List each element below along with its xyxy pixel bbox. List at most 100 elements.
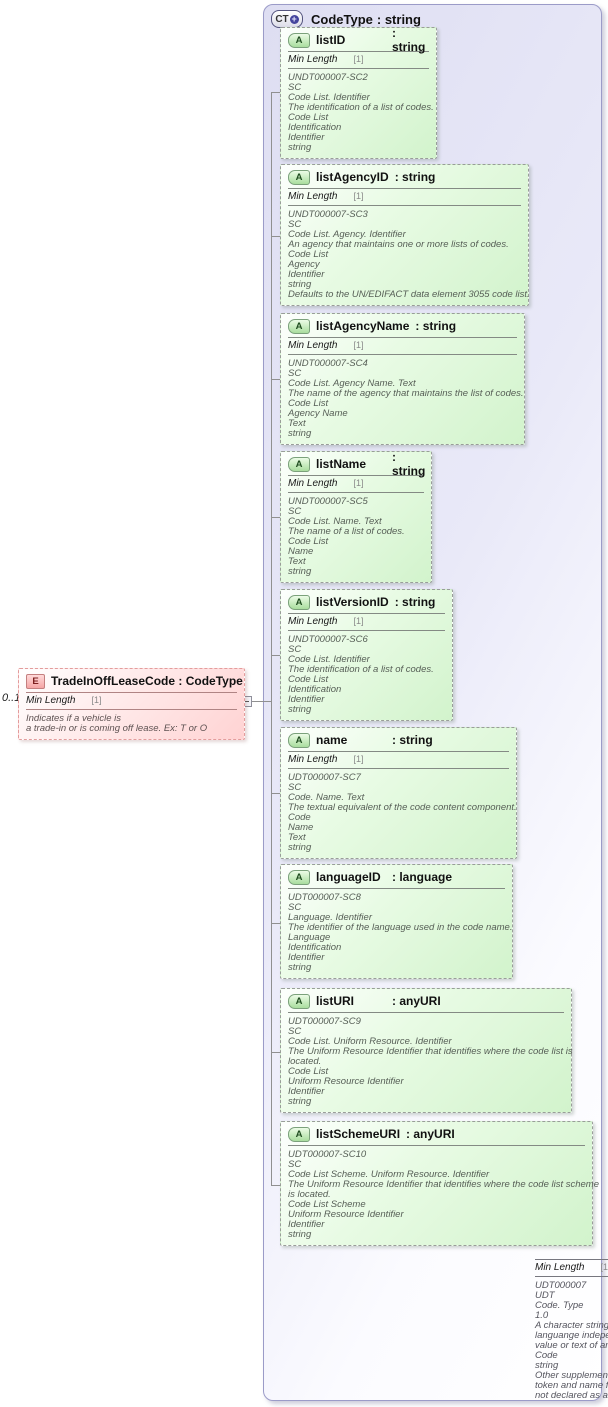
doc-line: Language bbox=[288, 932, 331, 943]
doc-line: The identifier of the language used in t… bbox=[288, 922, 513, 933]
attribute-name: listURI bbox=[316, 994, 355, 1008]
attribute-name: name bbox=[316, 733, 348, 747]
doc-line: Defaults to the UN/EDIFACT data element … bbox=[288, 289, 530, 300]
doc-line: string bbox=[288, 704, 312, 715]
facet-name: Min Length bbox=[288, 191, 338, 202]
doc-line: string bbox=[288, 962, 312, 973]
doc-line: SC bbox=[288, 1026, 302, 1037]
doc-line: string bbox=[535, 1360, 559, 1371]
doc-line: Uniform Resource Identifier bbox=[288, 1209, 404, 1220]
complex-type-title: CodeType: string bbox=[311, 12, 421, 27]
divider bbox=[288, 337, 517, 338]
complex-type-icon[interactable]: CT+ bbox=[271, 10, 303, 28]
attribute-type: : language bbox=[392, 870, 453, 884]
element-header: E TradeInOffLeaseCode : CodeType bbox=[26, 672, 243, 690]
doc-line: string bbox=[288, 1096, 312, 1107]
attribute-connector-trunk bbox=[271, 92, 272, 1185]
attribute-name: listID bbox=[316, 33, 346, 47]
divider bbox=[288, 492, 424, 493]
doc-line: Code. Name. Text bbox=[288, 792, 365, 803]
attribute-icon: A bbox=[288, 1126, 310, 1142]
attribute-name: listName bbox=[316, 457, 367, 471]
facet-name: Min Length bbox=[535, 1262, 585, 1273]
doc-line: UNDT000007-SC3 bbox=[288, 209, 368, 220]
cardinality-label: 0..1 bbox=[2, 692, 21, 704]
doc-line: Code List. Name. Text bbox=[288, 516, 382, 527]
doc-line: Identification bbox=[288, 942, 342, 953]
attribute-type: : string bbox=[392, 733, 433, 747]
attribute-icon: A bbox=[288, 32, 310, 48]
doc-line: The identification of a list of codes. bbox=[288, 664, 434, 675]
attribute-icon: A bbox=[288, 869, 310, 885]
facet-name: Min Length bbox=[26, 695, 76, 706]
divider bbox=[288, 1012, 564, 1013]
facet-value: [1] bbox=[91, 695, 102, 705]
attribute-icon: A bbox=[288, 993, 310, 1009]
doc-line: located. bbox=[288, 1056, 322, 1067]
doc-line: Code List bbox=[288, 674, 329, 685]
attribute-name: languageID bbox=[316, 870, 381, 884]
divider bbox=[288, 768, 509, 769]
doc-line: Identification bbox=[288, 122, 342, 133]
doc-line: An agency that maintains one or more lis… bbox=[288, 239, 509, 250]
attribute-type: : anyURI bbox=[392, 994, 441, 1008]
attribute-type: : string bbox=[392, 26, 426, 54]
facet-value: [1] bbox=[353, 754, 364, 764]
attribute-connector-stub bbox=[271, 655, 280, 656]
expand-plus-icon[interactable]: + bbox=[289, 13, 299, 24]
doc-line: string bbox=[288, 566, 312, 577]
facet-row: Min Length[1] bbox=[288, 191, 521, 204]
doc-line: Agency Name bbox=[288, 408, 348, 419]
divider bbox=[26, 692, 237, 693]
doc-line: string bbox=[288, 279, 312, 290]
attribute-connector-stub bbox=[271, 517, 280, 518]
facet-name: Min Length bbox=[288, 478, 338, 489]
doc-line: The name of a list of codes. bbox=[288, 526, 405, 537]
attribute-name: listAgencyID bbox=[316, 170, 389, 184]
doc-line: UDT000007-SC8 bbox=[288, 892, 361, 903]
doc-line: Identification bbox=[288, 684, 342, 695]
divider bbox=[535, 1276, 608, 1277]
attribute-type: : string bbox=[394, 595, 436, 609]
doc-line: SC bbox=[288, 1159, 302, 1170]
divider bbox=[288, 188, 521, 189]
doc-line: 1.0 bbox=[535, 1310, 549, 1321]
element-box[interactable]: E TradeInOffLeaseCode : CodeType Min Len… bbox=[18, 668, 245, 740]
attribute-type: : string bbox=[394, 170, 436, 184]
divider bbox=[288, 888, 505, 889]
doc-line: UDT000007-SC9 bbox=[288, 1016, 361, 1027]
attribute-type: : string bbox=[392, 450, 426, 478]
attribute-connector-stub bbox=[271, 1052, 280, 1053]
doc-line: UDT000007 bbox=[535, 1280, 587, 1291]
attribute-type: : string bbox=[415, 319, 457, 333]
complex-type-base: : string bbox=[376, 11, 421, 27]
doc-line: Indicates if a vehicle is bbox=[26, 713, 122, 724]
doc-line: Text bbox=[288, 832, 306, 843]
doc-line: Identifier bbox=[288, 952, 325, 963]
doc-line: Code. Type bbox=[535, 1300, 584, 1311]
attribute-type: : anyURI bbox=[406, 1127, 455, 1141]
attribute-connector-stub bbox=[271, 236, 280, 237]
divider bbox=[26, 709, 237, 710]
facet-row: Min Length[1] bbox=[288, 54, 429, 67]
doc-line: Agency bbox=[288, 259, 320, 270]
doc-line: Identifier bbox=[288, 1086, 325, 1097]
doc-line: Uniform Resource Identifier bbox=[288, 1076, 404, 1087]
